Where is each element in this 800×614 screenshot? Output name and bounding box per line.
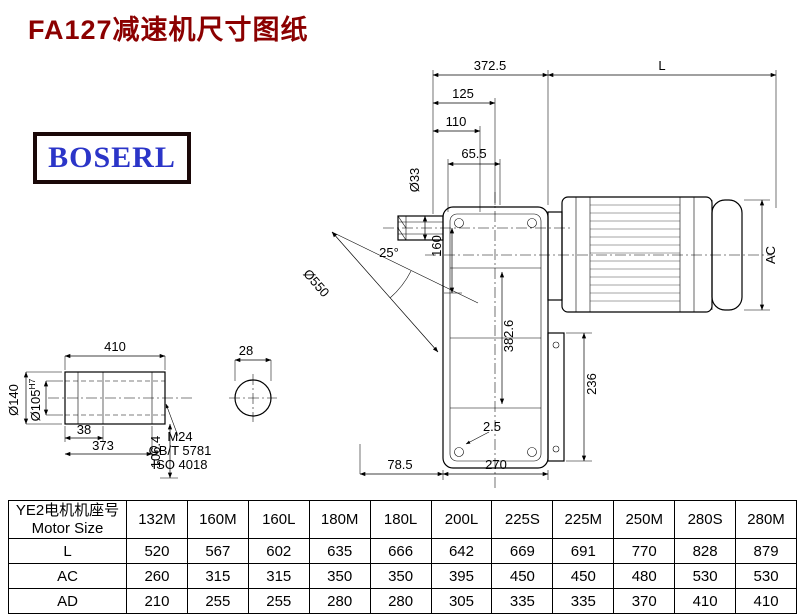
dim-38: 38: [77, 422, 91, 437]
table-column-header: 180L: [369, 500, 432, 539]
table-cell: 410: [735, 588, 797, 614]
table-cell: 255: [186, 588, 249, 614]
motor: [547, 196, 743, 313]
table-cell: 280: [369, 588, 432, 614]
dim-382-6: 382.6: [501, 320, 516, 353]
table-column-header: 132M: [126, 500, 188, 539]
table-cell: 335: [552, 588, 615, 614]
table-cell: 567: [186, 538, 249, 564]
table-cell: 350: [369, 563, 432, 589]
table-cell: 335: [491, 588, 554, 614]
table-cell: 770: [613, 538, 676, 564]
table-cell: 635: [308, 538, 371, 564]
dim-373: 373: [92, 438, 114, 453]
table-cell: 350: [308, 563, 371, 589]
table-cell: 410: [674, 588, 737, 614]
dim-78-5: 78.5: [387, 457, 412, 472]
dimension-labels: 372.5 L 125 110 65.5 Ø33 160 25° Ø550 38…: [6, 58, 778, 472]
dim-410: 410: [104, 339, 126, 354]
motor-fins: [590, 204, 680, 302]
dim-2-5: 2.5: [483, 419, 501, 434]
motor-size-label-cn: YE2电机机座号: [15, 501, 120, 519]
table-column-header: 160L: [247, 500, 310, 539]
table-column-header: 180M: [308, 500, 371, 539]
table-cell: 691: [552, 538, 615, 564]
table-cell: 642: [430, 538, 493, 564]
table-cell: 669: [491, 538, 554, 564]
shaft-detail-view: [64, 371, 166, 425]
table-cell: 255: [247, 588, 310, 614]
table-cell: 520: [126, 538, 188, 564]
dim-65-5: 65.5: [461, 146, 486, 161]
label-m24: M24: [167, 429, 192, 444]
label-gbt5781: GB/T 5781: [149, 443, 212, 458]
dimensions: [23, 70, 777, 480]
table-cell: 879: [735, 538, 797, 564]
table-column-header: 280S: [674, 500, 737, 539]
dim-L: L: [658, 58, 665, 73]
dim-dia140: Ø140: [6, 384, 21, 416]
table-column-header: 280M: [735, 500, 797, 539]
dim-160: 160: [429, 235, 444, 257]
table-cell: 370: [613, 588, 676, 614]
boserl-logo: BOSERL: [33, 132, 191, 184]
dimension-drawing: 372.5 L 125 110 65.5 Ø33 160 25° Ø550 38…: [6, 58, 778, 490]
dim-372-5: 372.5: [474, 58, 507, 73]
dim-AC: AC: [763, 246, 778, 264]
dim-110: 110: [446, 114, 467, 129]
dim-dia105-h7: Ø105H7: [27, 378, 43, 421]
table-cell: 305: [430, 588, 493, 614]
table-cell: 280: [308, 588, 371, 614]
dim-270: 270: [485, 457, 507, 472]
row-label: AD: [8, 588, 127, 614]
row-label: L: [8, 538, 127, 564]
table-column-header: 225S: [491, 500, 554, 539]
dim-106-4: 106.4: [148, 436, 163, 469]
motor-size-label-en: Motor Size: [31, 519, 104, 537]
page-title: FA127减速机尺寸图纸: [28, 15, 309, 45]
table-column-header: 225M: [552, 500, 615, 539]
dim-236: 236: [584, 373, 599, 395]
table-cell: 260: [126, 563, 188, 589]
dim-28: 28: [239, 343, 253, 358]
table-cell: 395: [430, 563, 493, 589]
table-cell: 530: [735, 563, 797, 589]
dim-25deg: 25°: [379, 245, 399, 260]
boserl-logo-text: BOSERL: [48, 141, 176, 174]
table-cell: 315: [247, 563, 310, 589]
table-column-header: 160M: [186, 500, 249, 539]
table-column-header: 250M: [613, 500, 676, 539]
table-cell: 828: [674, 538, 737, 564]
table-cell: 530: [674, 563, 737, 589]
table-cell: 315: [186, 563, 249, 589]
label-iso4018: ISO 4018: [153, 457, 208, 472]
table-cell: 666: [369, 538, 432, 564]
table-cell: 450: [552, 563, 615, 589]
dim-dia33: Ø33: [407, 168, 422, 193]
table-cell: 450: [491, 563, 554, 589]
row-label: AC: [8, 563, 127, 589]
centerlines: [48, 192, 772, 490]
shaft-section-view: [234, 379, 272, 417]
dim-125: 125: [452, 86, 474, 101]
dim-dia550: Ø550: [300, 266, 332, 300]
table-cell: 602: [247, 538, 310, 564]
table-cell: 210: [126, 588, 188, 614]
table-cell: 480: [613, 563, 676, 589]
table-column-header: 200L: [430, 500, 493, 539]
mounting-plate: [547, 332, 565, 462]
